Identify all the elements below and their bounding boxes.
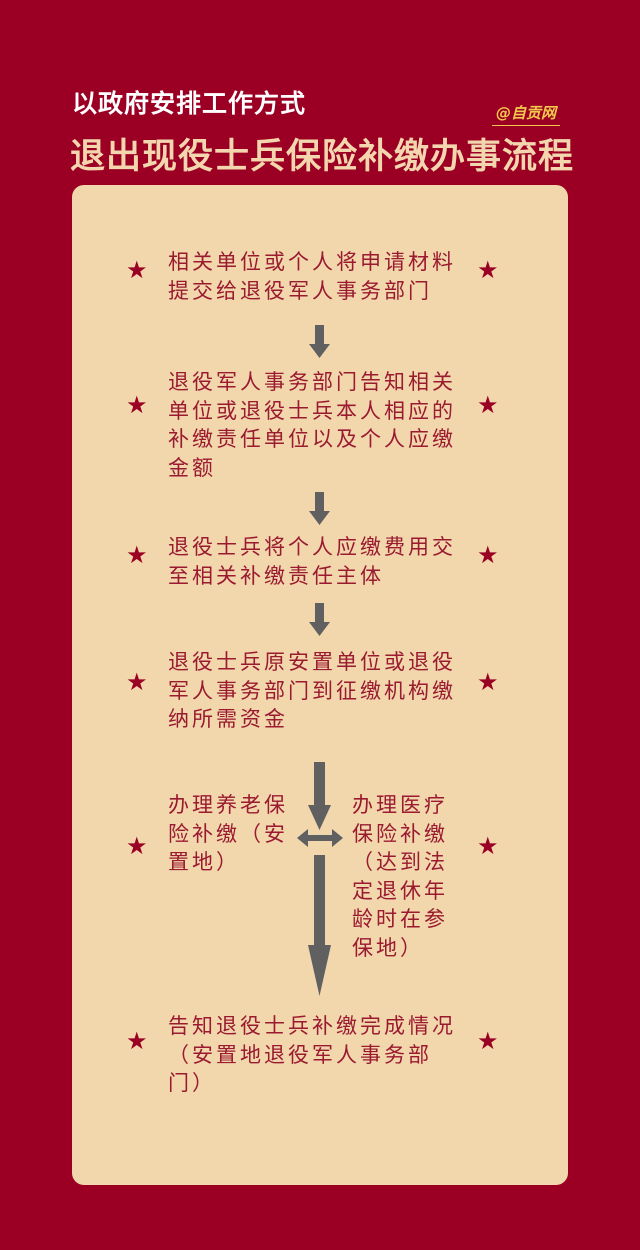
arrow-down-icon — [309, 603, 330, 636]
page-title: 退出现役士兵保险补缴办事流程 — [70, 137, 575, 177]
star-icon: ★ — [126, 1027, 148, 1055]
star-icon: ★ — [477, 256, 499, 284]
arrow-down-icon — [309, 492, 330, 525]
step-4: 退役士兵原安置单位或退役军人事务部门到征缴机构缴纳所需资金 — [168, 650, 456, 731]
step-1: 相关单位或个人将申请材料提交给退役军人事务部门 — [168, 250, 456, 303]
star-icon: ★ — [126, 668, 148, 696]
star-icon: ★ — [477, 391, 499, 419]
step-5: 告知退役士兵补缴完成情况（安置地退役军人事务部门） — [168, 1014, 456, 1095]
arrow-left-right-icon — [297, 829, 343, 847]
star-icon: ★ — [126, 832, 148, 860]
branch-medical: 办理医疗保险补缴（达到法定退休年龄时在参保地） — [352, 793, 448, 960]
arrow-down-icon — [308, 855, 331, 996]
star-icon: ★ — [477, 541, 499, 569]
step-3: 退役士兵将个人应缴费用交至相关补缴责任主体 — [168, 535, 456, 588]
brand-logo: @自贡网 — [492, 102, 561, 126]
star-icon: ★ — [126, 391, 148, 419]
star-icon: ★ — [477, 668, 499, 696]
arrow-down-icon — [308, 762, 331, 830]
star-icon: ★ — [126, 541, 148, 569]
star-icon: ★ — [477, 1027, 499, 1055]
star-icon: ★ — [477, 832, 499, 860]
arrow-down-icon — [309, 325, 330, 358]
star-icon: ★ — [126, 256, 148, 284]
branch-pension: 办理养老保险补缴（安置地） — [168, 793, 288, 874]
page-subtitle: 以政府安排工作方式 — [72, 89, 307, 118]
step-2: 退役军人事务部门告知相关单位或退役士兵本人相应的补缴责任单位以及个人应缴金额 — [168, 370, 456, 480]
